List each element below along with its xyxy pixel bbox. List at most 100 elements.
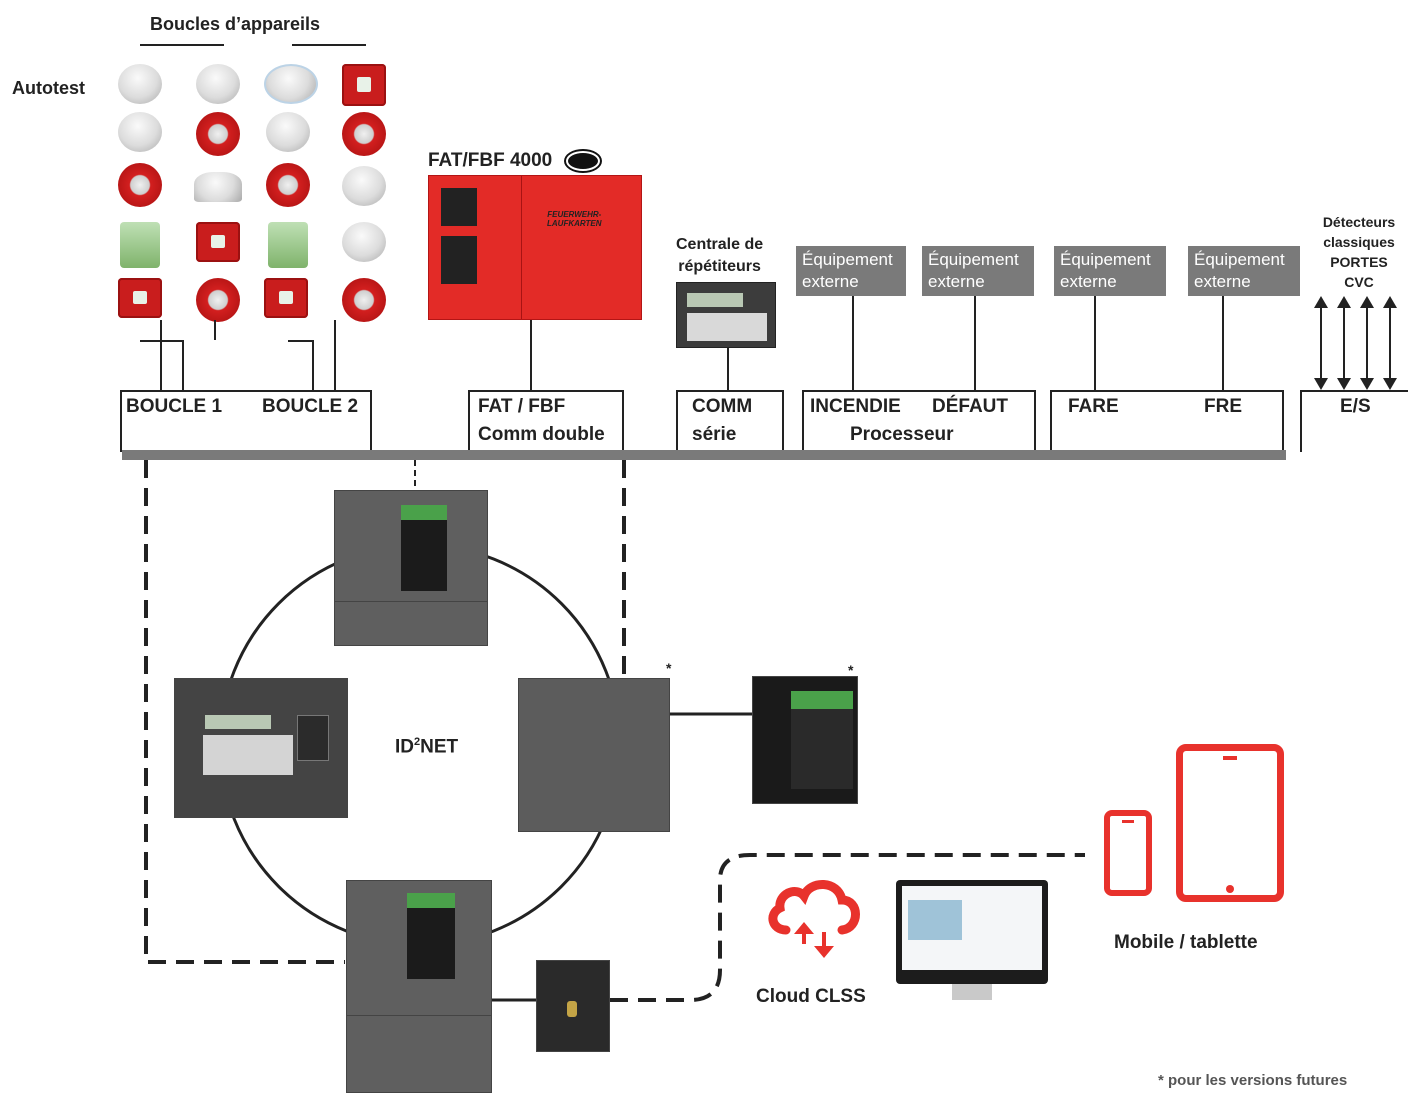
es-label: E/S — [1340, 396, 1371, 417]
panel-bottom-section — [335, 601, 487, 602]
boucle-1-label: BOUCLE 1 — [126, 396, 223, 417]
fre-connector — [1222, 296, 1224, 390]
processeur-label: Processeur — [850, 424, 954, 445]
manual-call-point-icon — [264, 278, 308, 318]
cloud-label: Cloud CLSS — [756, 986, 866, 1007]
arrow-up-icon — [1337, 296, 1351, 308]
arrow-up-icon — [1383, 296, 1397, 308]
manual-call-point-icon — [118, 278, 162, 318]
monitor-icon — [896, 880, 1048, 984]
arrow-down-icon — [1337, 378, 1351, 390]
touchscreen — [401, 505, 447, 591]
incendie-connector — [852, 296, 854, 390]
tablet-icon — [1176, 744, 1284, 902]
loop1-connector — [160, 320, 162, 390]
fare-label: FARE — [1068, 396, 1119, 417]
smoke-detector-icon — [342, 222, 386, 262]
loop1-connector — [140, 340, 184, 342]
sounder-beacon-icon — [342, 112, 386, 156]
smartphone-icon — [1104, 810, 1152, 896]
future-asterisk: * — [848, 662, 854, 678]
beacon-icon — [194, 172, 242, 202]
comm-sublabel: série — [692, 424, 737, 445]
fare-connector — [1094, 296, 1096, 390]
arrow-up-icon — [1360, 296, 1374, 308]
fat-title: FAT/FBF 4000 — [428, 148, 602, 173]
footnote: * pour les versions futures — [1158, 1072, 1348, 1089]
sounder-beacon-icon — [196, 278, 240, 322]
repeater-panel — [676, 282, 776, 348]
monitor-stand — [952, 984, 992, 1000]
fat-panel-display — [441, 188, 477, 226]
fat-panel-text: FEUERWEHR-LAUFKARTEN — [547, 210, 602, 228]
monitor-map — [908, 900, 962, 940]
comm-module-box: COMM série — [676, 390, 784, 452]
incendie-label: INCENDIE — [810, 396, 901, 417]
manual-call-point-icon — [196, 222, 240, 262]
monitor-screen — [902, 886, 1042, 970]
touchscreen — [407, 893, 455, 979]
fat-panel-display — [441, 236, 477, 284]
arrow-up-icon — [1314, 296, 1328, 308]
remote-touchscreen — [791, 691, 853, 789]
arrow-down-icon — [1314, 378, 1328, 390]
legacy-display — [205, 715, 271, 729]
repeater-display — [687, 293, 743, 307]
loop1-connector — [182, 340, 184, 390]
repeater-keys — [687, 313, 767, 341]
io-module-icon — [120, 222, 160, 268]
sounder-beacon-icon — [196, 112, 240, 156]
id2net-label: ID2NET — [395, 736, 459, 758]
defaut-connector — [974, 296, 976, 390]
dashed-cloud-link — [610, 853, 1085, 1002]
boucle-2-label: BOUCLE 2 — [262, 396, 359, 417]
smoke-detector-icon — [118, 112, 162, 152]
manual-call-point-icon — [342, 64, 386, 106]
beacon-detector-icon — [264, 64, 318, 104]
arrow-down-icon — [1383, 378, 1397, 390]
loops-title: Boucles d’appareils — [150, 14, 321, 34]
loop2-connector — [334, 320, 336, 390]
io-module-box: E/S — [1300, 390, 1408, 452]
legacy-keypad — [203, 735, 293, 775]
panel-bottom-section — [347, 1015, 491, 1016]
comm-label: COMM — [692, 396, 753, 417]
control-panel-bottom — [346, 880, 492, 1093]
autotest-label: Autotest — [12, 78, 85, 98]
sounder-beacon-icon — [342, 278, 386, 322]
fat-module-label: FAT / FBF — [478, 396, 566, 417]
mobile-label: Mobile / tablette — [1114, 932, 1258, 953]
processor-module-box: INCENDIE DÉFAUT Processeur — [802, 390, 1036, 452]
smoke-detector-icon — [196, 64, 240, 104]
repeater-connector — [727, 348, 729, 390]
sounder-beacon-icon — [266, 163, 310, 207]
loop2-connector — [312, 340, 314, 390]
fat-symbol-icon — [563, 148, 602, 173]
smoke-detector-icon — [266, 112, 310, 152]
loop1-top-connector — [140, 44, 224, 46]
sounder-beacon-icon — [118, 163, 162, 207]
fat-panel-divider — [521, 176, 522, 319]
fat-module-sublabel: Comm double — [478, 424, 605, 445]
expansion-cabinet — [518, 678, 670, 832]
fat-panel: FEUERWEHR-LAUFKARTEN — [428, 175, 642, 320]
legacy-control-panel — [174, 678, 348, 818]
io-arrow-line — [1389, 306, 1391, 382]
smoke-detector-icon — [342, 166, 386, 206]
loop-module-box: BOUCLE 1 BOUCLE 2 — [120, 390, 372, 452]
io-module-icon — [268, 222, 308, 268]
smoke-detector-icon — [118, 64, 162, 104]
io-arrow-line — [1343, 306, 1345, 382]
key-lock-icon — [567, 1001, 577, 1017]
io-arrow-line — [1320, 306, 1322, 382]
control-panel-top — [334, 490, 488, 646]
arrow-down-icon — [1360, 378, 1374, 390]
io-arrow-line — [1366, 306, 1368, 382]
legacy-numpad — [297, 715, 329, 761]
cloud-gateway-box — [536, 960, 610, 1052]
